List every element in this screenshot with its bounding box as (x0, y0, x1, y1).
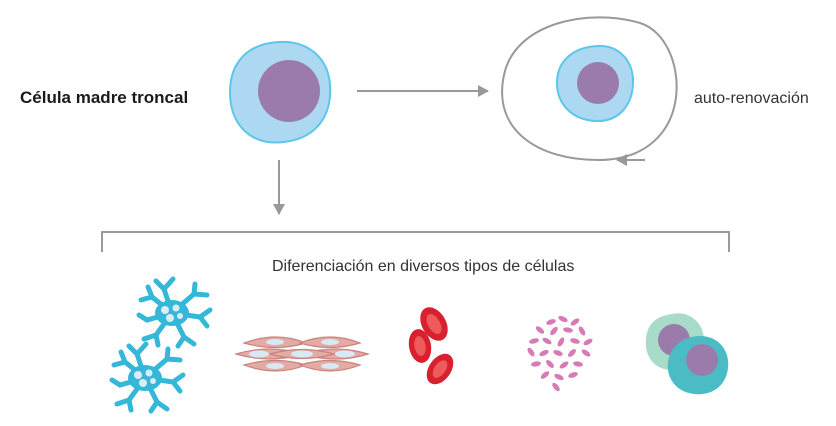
immune-cell-front (667, 336, 729, 395)
renewal-circular-arrow (501, 16, 678, 162)
self-renewal-cycle (501, 16, 678, 166)
neuron-cells-icon (109, 276, 213, 414)
stem-cell-label: Célula madre troncal (20, 88, 189, 107)
differentiation-label: Diferenciación en diversos tipos de célu… (272, 258, 575, 275)
immune-cells-icon (645, 313, 729, 395)
renewed-cell-nucleus (577, 62, 619, 104)
red-blood-cell (426, 353, 454, 385)
muscle-nuclei (249, 339, 355, 369)
red-blood-cells-icon (408, 307, 454, 385)
neuron-cell (109, 341, 186, 414)
stem-cell (228, 40, 332, 144)
red-blood-cell (408, 329, 432, 363)
differentiation-bracket (101, 231, 730, 252)
muscle-cells-icon (233, 336, 371, 372)
self-renewal-label: auto-renovación (694, 90, 809, 107)
neuron-cell (136, 276, 213, 349)
granular-cells-icon (527, 315, 593, 392)
red-blood-cell (420, 307, 448, 341)
stem-cell-nucleus (258, 60, 320, 122)
